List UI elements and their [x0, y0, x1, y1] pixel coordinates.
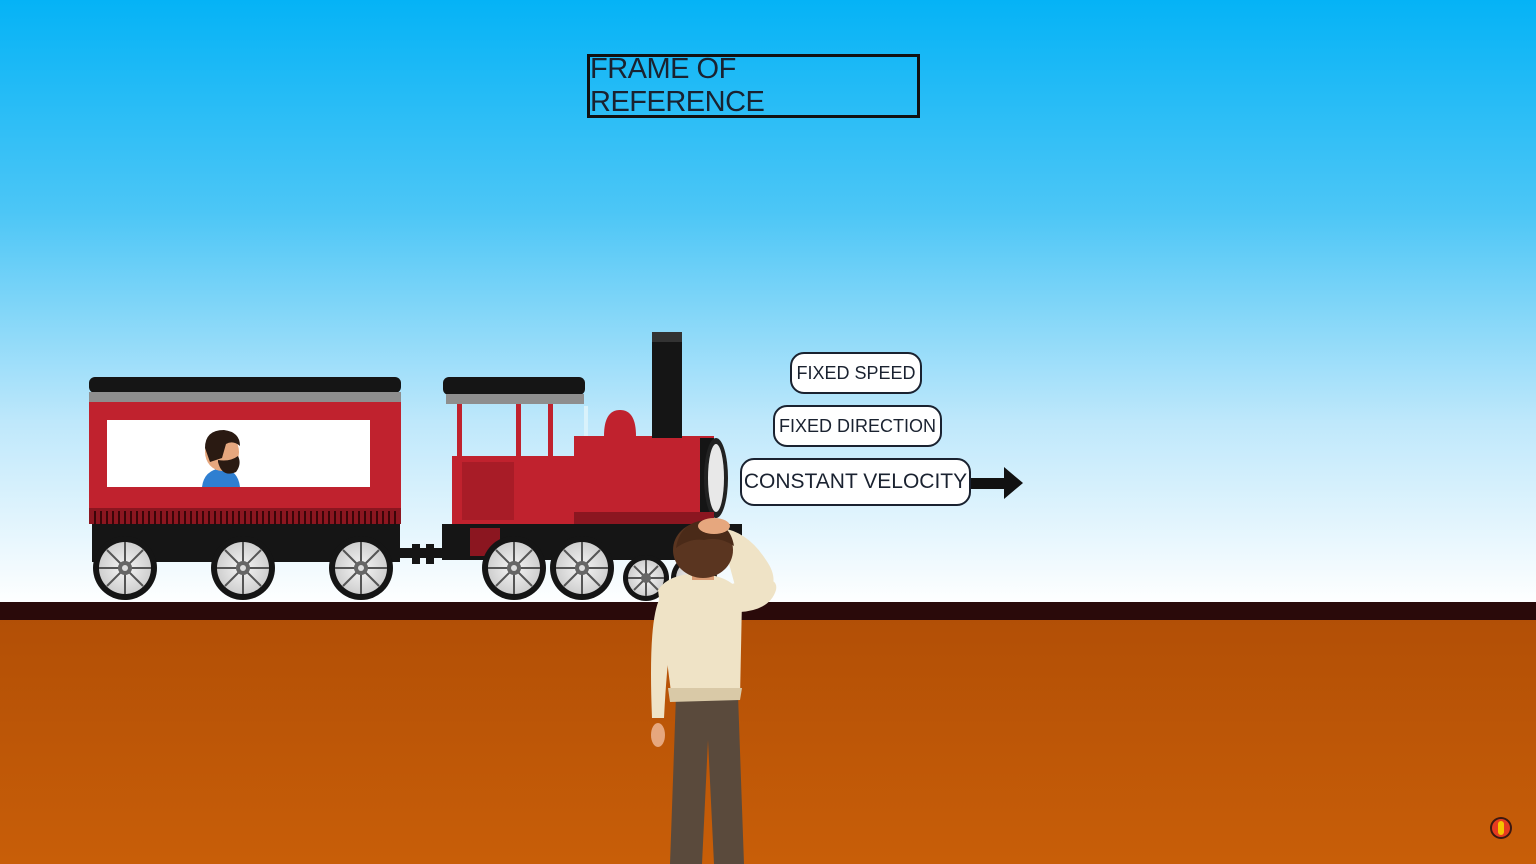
passenger-man [202, 430, 240, 487]
label-constant-velocity: CONSTANT VELOCITY [740, 458, 971, 506]
locomotive [442, 332, 742, 560]
coupler [400, 544, 448, 564]
arrow-right-icon [971, 467, 1023, 499]
wheel [211, 536, 275, 600]
label-fixed-direction: FIXED DIRECTION [773, 405, 942, 447]
wheel [93, 536, 157, 600]
ground [0, 617, 1536, 864]
engine-highlight [584, 406, 588, 436]
title-box: FRAME OF REFERENCE [587, 53, 920, 118]
observer-man [651, 518, 777, 864]
channel-logo-icon[interactable] [1490, 817, 1512, 839]
rail-track [0, 602, 1536, 620]
passenger-carriage [89, 377, 401, 562]
wheel [623, 555, 669, 601]
label-fixed-speed: FIXED SPEED [790, 352, 922, 394]
wheel [550, 536, 614, 600]
wheel [482, 536, 546, 600]
wheel [329, 536, 393, 600]
